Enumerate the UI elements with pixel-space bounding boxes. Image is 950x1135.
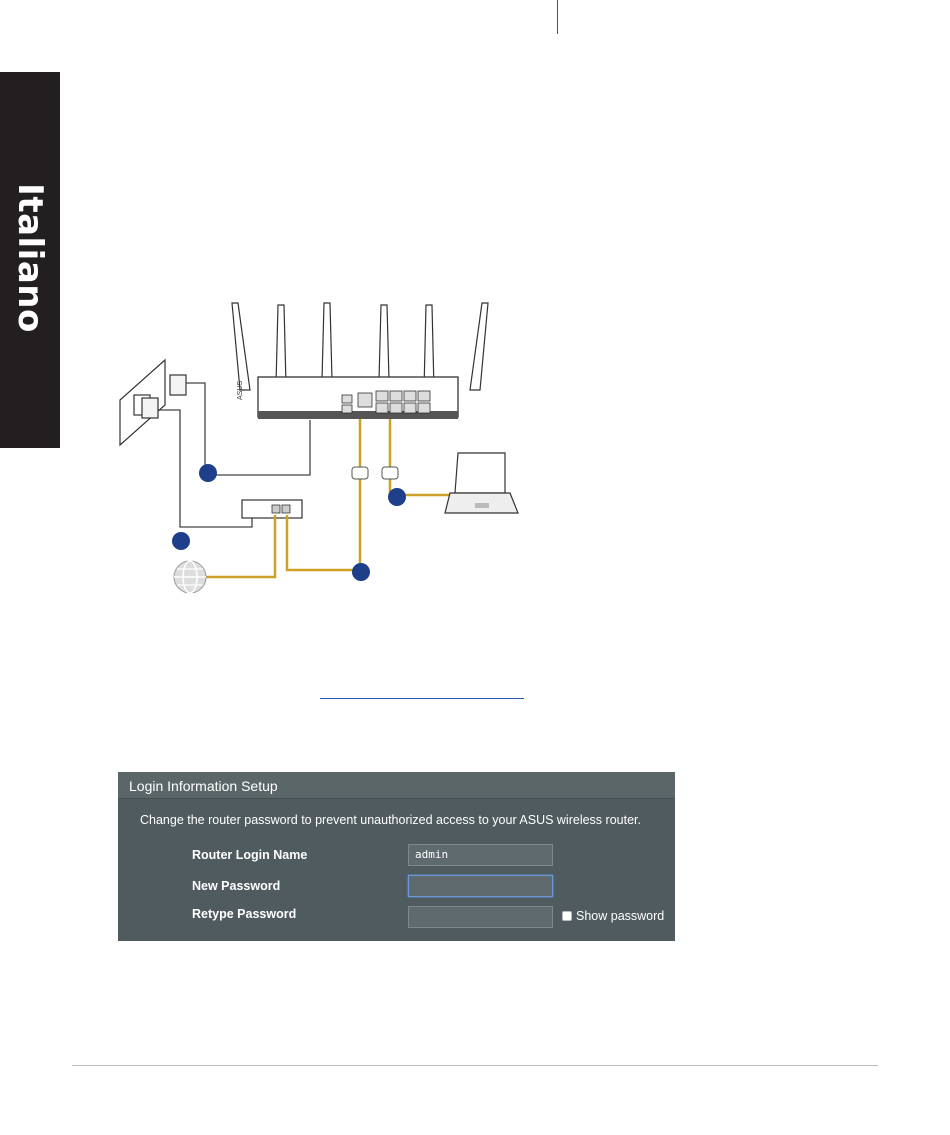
new-password-label: New Password bbox=[192, 879, 280, 893]
footer-divider bbox=[72, 1065, 878, 1066]
show-password-checkbox[interactable] bbox=[562, 911, 572, 921]
crop-mark bbox=[557, 0, 558, 34]
router-login-name-label: Router Login Name bbox=[192, 848, 307, 862]
retype-password-label: Retype Password bbox=[192, 907, 296, 921]
panel-title-bar: Login Information Setup bbox=[118, 772, 675, 799]
modem bbox=[242, 500, 302, 518]
router-connection-diagram: ASUS bbox=[110, 295, 530, 600]
connection-diagram-svg: ASUS bbox=[110, 295, 530, 600]
step-markers bbox=[172, 464, 406, 581]
new-password-input[interactable] bbox=[408, 875, 553, 897]
router-brand-label: ASUS bbox=[237, 381, 244, 400]
retype-password-input[interactable] bbox=[408, 906, 553, 928]
login-information-setup-panel: Login Information Setup Change the route… bbox=[118, 772, 675, 941]
web-gui-url-link[interactable] bbox=[320, 685, 524, 699]
show-password-label: Show password bbox=[576, 909, 664, 923]
cable-clips bbox=[352, 467, 398, 479]
language-label: Italiano bbox=[10, 183, 50, 333]
panel-description: Change the router password to prevent un… bbox=[140, 813, 641, 827]
internet-globe-icon bbox=[174, 561, 206, 593]
router: ASUS bbox=[232, 303, 488, 419]
ethernet-cables bbox=[200, 419, 455, 577]
panel-title: Login Information Setup bbox=[129, 778, 278, 794]
show-password-toggle[interactable]: Show password bbox=[562, 909, 664, 923]
laptop bbox=[445, 453, 518, 513]
router-login-name-input[interactable]: admin bbox=[408, 844, 553, 866]
